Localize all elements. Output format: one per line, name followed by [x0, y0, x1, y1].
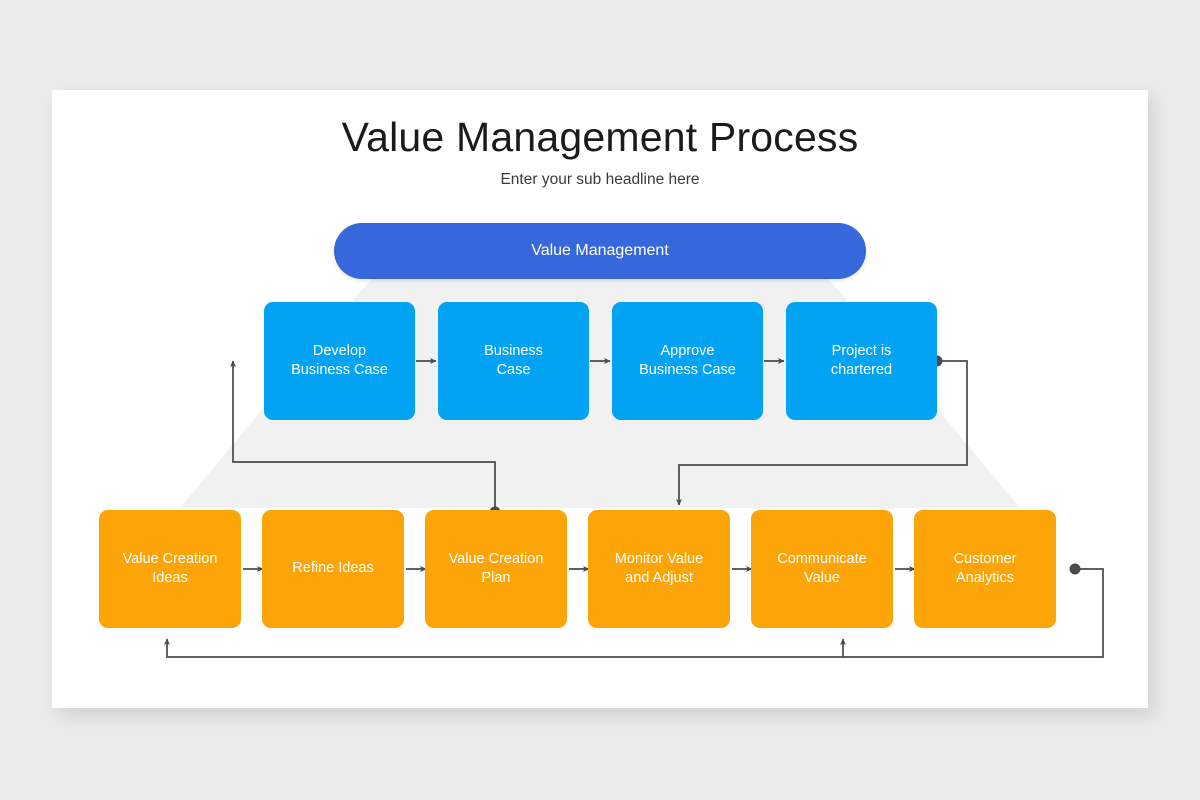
page-title: Value Management Process: [341, 114, 859, 160]
value-management-banner[interactable]: Value Management: [334, 223, 866, 279]
node-communicate-value[interactable]: Communicate Value: [751, 510, 893, 628]
node-value-creation-ideas[interactable]: Value Creation Ideas: [99, 510, 241, 628]
node-refine-ideas[interactable]: Refine Ideas: [262, 510, 404, 628]
banner-label: Value Management: [531, 242, 669, 259]
node-approve-business-case[interactable]: Approve Business Case: [612, 302, 763, 420]
connector-dot-customer-analytics: [1069, 563, 1081, 575]
node-monitor-value-and-adjust[interactable]: Monitor Value and Adjust: [588, 510, 730, 628]
node-value-creation-plan[interactable]: Value Creation Plan: [425, 510, 567, 628]
node-project-is-chartered[interactable]: Project is chartered: [786, 302, 937, 420]
node-customer-analytics[interactable]: Customer Analytics: [914, 510, 1056, 628]
node-develop-business-case[interactable]: Develop Business Case: [264, 302, 415, 420]
presentation-slide: Value Management Process Enter your sub …: [52, 90, 1148, 708]
node-business-case[interactable]: Business Case: [438, 302, 589, 420]
page-subtitle: Enter your sub headline here: [500, 171, 700, 188]
